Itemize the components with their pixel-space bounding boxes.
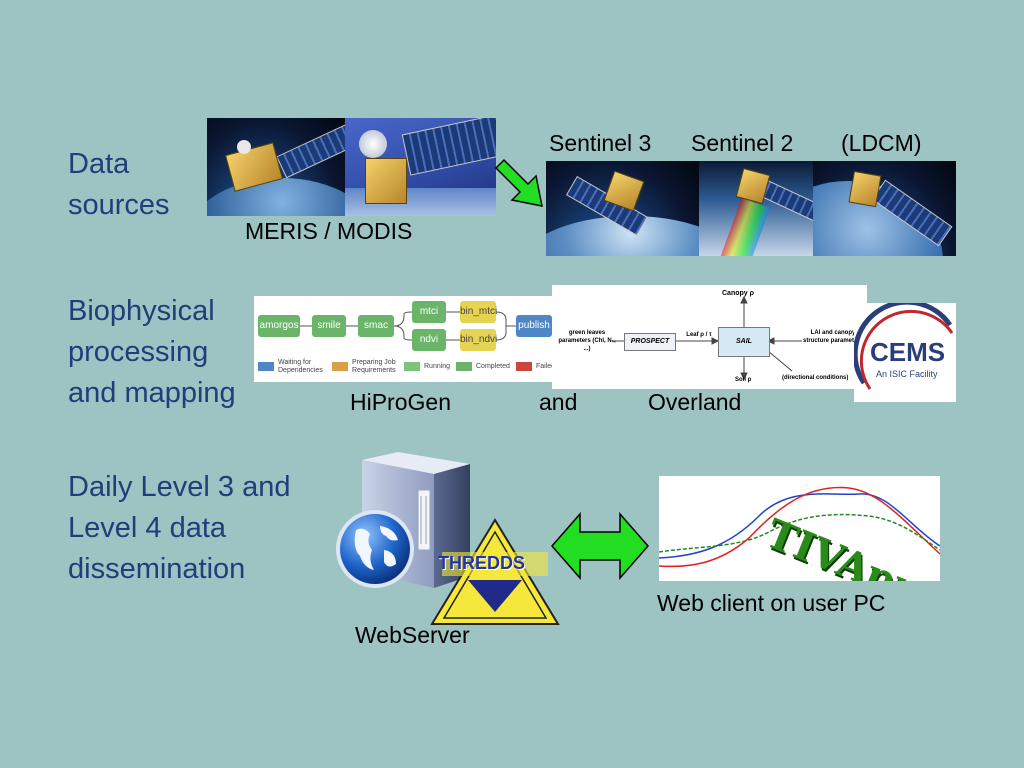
workflow-node: smac — [358, 315, 394, 337]
section-title-data-sources: Data sources — [68, 148, 170, 221]
cems-logo-text: CEMS — [870, 337, 946, 367]
legend-swatch — [404, 362, 420, 371]
hiprogen-workflow-diagram: amorgos smile smac mtci ndvi bin_mtci bi… — [254, 296, 554, 382]
workflow-node: bin_mtci — [460, 301, 497, 323]
sail-label-directional: (directional conditions) — [782, 375, 849, 381]
sail-label-leaf: Leaf ρ / τ — [686, 332, 712, 338]
caption-meris-modis: MERIS / MODIS — [245, 218, 413, 244]
caption-webserver: WebServer — [355, 622, 470, 648]
caption-sentinel2: Sentinel 2 — [691, 130, 794, 156]
workflow-node: publish — [516, 315, 552, 337]
cems-logo: CEMS An ISIC Facility — [854, 303, 956, 402]
tivapp-web-client-image: TIVApp — [659, 476, 940, 581]
sail-label-lai: LAI and canopy structure parameters — [802, 330, 864, 344]
workflow-node: smile — [312, 315, 346, 337]
meris-satellite-image — [207, 118, 345, 216]
overland-sail-diagram: Canopy ρ green leaves parameters (Chl, N… — [552, 285, 867, 389]
legend-swatch — [516, 362, 532, 371]
workflow-node: mtci — [412, 301, 446, 323]
legend-swatch — [456, 362, 472, 371]
legend-label: Preparing Job Requirements — [352, 359, 396, 374]
caption-hiprogen: HiProGen — [350, 389, 451, 415]
workflow-node: amorgos — [258, 315, 300, 337]
sail-label-canopy: Canopy ρ — [722, 290, 754, 297]
sentinel2-satellite-image — [699, 161, 813, 256]
caption-web-client: Web client on user PC — [657, 590, 886, 616]
tivapp-curves — [659, 486, 940, 568]
sail-box-prospect: PROSPECT — [624, 333, 676, 351]
caption-sentinel3: Sentinel 3 — [549, 130, 652, 156]
cems-arc-icon — [854, 303, 954, 390]
sail-connectors — [614, 295, 802, 381]
legend-swatch — [332, 362, 348, 371]
caption-and: and — [539, 389, 578, 415]
arrow-right-down-icon — [494, 158, 543, 207]
sail-box-sail: SAIL — [718, 327, 770, 357]
sentinel3-satellite-image — [546, 161, 699, 256]
workflow-node: ndvi — [412, 329, 446, 351]
thredds-logo — [430, 518, 560, 625]
section-title-dissemination: Daily Level 3 and Level 4 data dissemina… — [68, 471, 291, 585]
modis-satellite-image — [345, 118, 496, 216]
legend-label: Running — [424, 363, 451, 370]
sail-label-green-leaves: green leaves parameters (Chl, Nₛ, ...) — [558, 330, 616, 352]
legend-label: Waiting for Dependencies — [278, 359, 323, 374]
section-title-biophysical: Biophysical processing and mapping — [68, 295, 236, 409]
workflow-connectors — [300, 311, 516, 341]
caption-ldcm: (LDCM) — [841, 130, 922, 156]
ldcm-satellite-image — [813, 161, 956, 256]
globe-icon — [336, 510, 414, 588]
thredds-logo-text: THREDDS — [438, 553, 526, 573]
cems-logo-subtext: An ISIC Facility — [876, 369, 938, 379]
workflow-node: bin_ndvi — [460, 329, 497, 351]
legend-label: Completed — [476, 363, 510, 370]
double-arrow-icon — [551, 512, 649, 580]
legend-label: Failed — [536, 363, 554, 370]
sail-label-soil: Soil ρ — [735, 377, 752, 383]
caption-overland: Overland — [648, 389, 742, 415]
legend-swatch — [258, 362, 274, 371]
